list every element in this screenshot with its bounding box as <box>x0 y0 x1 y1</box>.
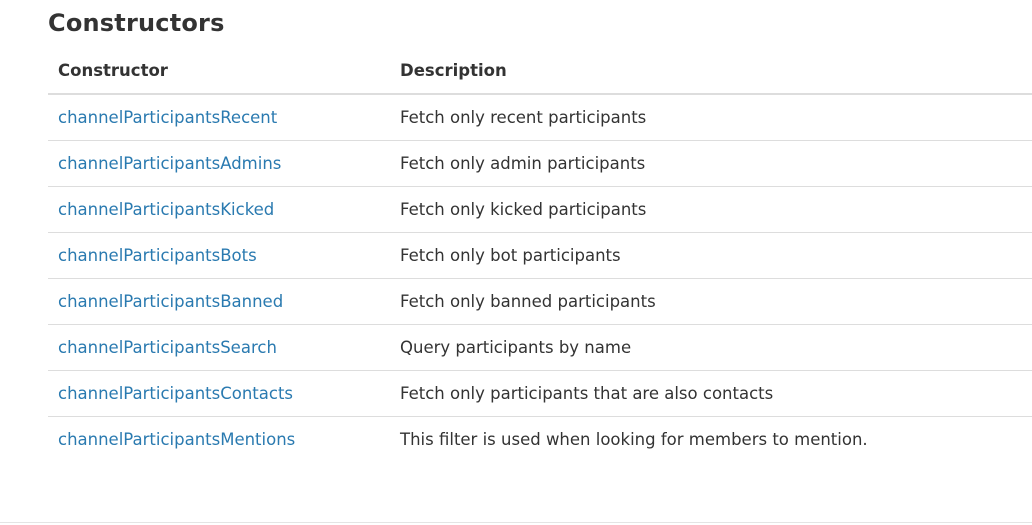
column-header-constructor: Constructor <box>48 48 390 95</box>
description-cell: Fetch only participants that are also co… <box>390 370 1032 417</box>
table-row: channelParticipantsAdmins Fetch only adm… <box>48 140 1032 187</box>
constructor-cell: channelParticipantsMentions <box>48 416 390 462</box>
table-row: channelParticipantsKicked Fetch only kic… <box>48 186 1032 233</box>
description-cell: Query participants by name <box>390 324 1032 371</box>
constructor-cell: channelParticipantsBanned <box>48 278 390 325</box>
description-cell: Fetch only banned participants <box>390 278 1032 325</box>
constructor-link-banned[interactable]: channelParticipantsBanned <box>58 291 284 311</box>
table-row: channelParticipantsSearch Query particip… <box>48 324 1032 371</box>
table-row: channelParticipantsRecent Fetch only rec… <box>48 94 1032 141</box>
table-row: channelParticipantsContacts Fetch only p… <box>48 370 1032 417</box>
constructor-cell: channelParticipantsContacts <box>48 370 390 417</box>
table-row: channelParticipantsBanned Fetch only ban… <box>48 278 1032 325</box>
constructors-section: Constructors Constructor Description cha… <box>48 0 1032 449</box>
header-row: Constructor Description <box>48 48 1032 95</box>
constructor-cell: channelParticipantsAdmins <box>48 140 390 187</box>
constructor-link-recent[interactable]: channelParticipantsRecent <box>58 107 278 127</box>
constructors-table: Constructor Description channelParticipa… <box>48 48 1032 462</box>
table-body: channelParticipantsRecent Fetch only rec… <box>48 94 1032 462</box>
constructor-cell: channelParticipantsSearch <box>48 324 390 371</box>
constructor-cell: channelParticipantsBots <box>48 232 390 279</box>
constructor-link-mentions[interactable]: channelParticipantsMentions <box>58 429 296 449</box>
table-row: channelParticipantsBots Fetch only bot p… <box>48 232 1032 279</box>
constructor-link-search[interactable]: channelParticipantsSearch <box>58 337 277 357</box>
description-cell: Fetch only kicked participants <box>390 186 1032 233</box>
constructor-link-admins[interactable]: channelParticipantsAdmins <box>58 153 282 173</box>
description-cell: This filter is used when looking for mem… <box>400 429 868 449</box>
constructor-link-kicked[interactable]: channelParticipantsKicked <box>58 199 275 219</box>
section-title: Constructors <box>48 9 225 37</box>
description-cell: Fetch only admin participants <box>390 140 1032 187</box>
bottom-divider <box>0 522 1032 523</box>
constructor-cell: channelParticipantsRecent <box>48 94 390 141</box>
constructor-link-contacts[interactable]: channelParticipantsContacts <box>58 383 294 403</box>
table-row: channelParticipantsMentions This filter … <box>48 416 1032 462</box>
constructor-cell: channelParticipantsKicked <box>48 186 390 233</box>
description-cell: Fetch only bot participants <box>390 232 1032 279</box>
constructor-link-bots[interactable]: channelParticipantsBots <box>58 245 257 265</box>
column-header-description: Description <box>390 48 1032 95</box>
table-header: Constructor Description <box>48 48 1032 95</box>
description-cell: Fetch only recent participants <box>390 94 1032 141</box>
